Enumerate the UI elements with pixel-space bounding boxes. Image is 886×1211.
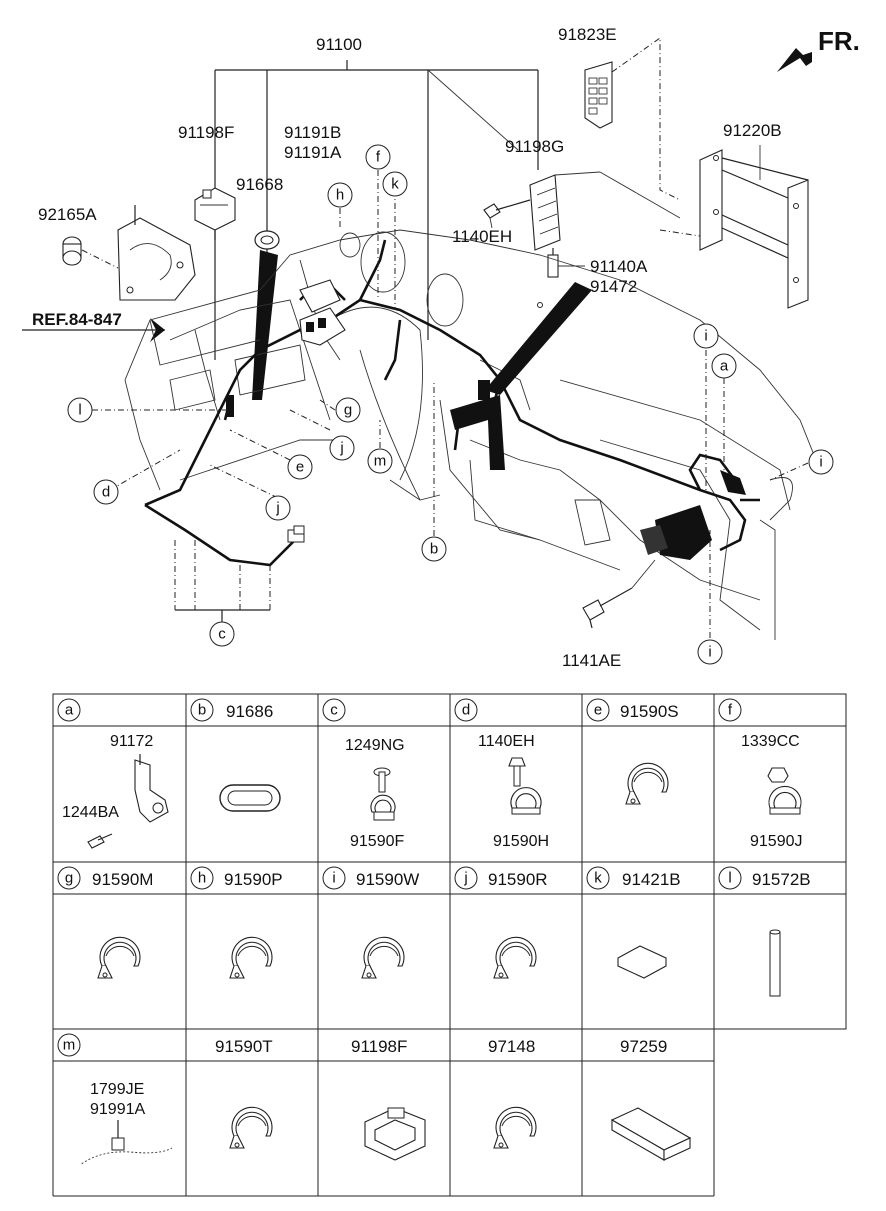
callout-i-top: i [704,328,707,345]
connector-91198G [529,171,681,251]
cell-g-part: 91590M [92,870,153,889]
cell-k-letter: k [594,870,602,887]
front-label: FR. [818,26,860,56]
label-91668: 91668 [236,175,283,194]
label-reference: REF.84-847 [32,310,122,329]
label-91100: 91100 [316,35,362,54]
fuse-91140A [537,248,585,308]
callout-e: e [296,459,304,476]
cell-f-letter: f [728,702,733,719]
cell-b-letter: b [198,702,206,719]
cell-c-sub2: 91590F [350,833,404,850]
callout-j-right: j [339,440,343,457]
cell-f-sub2: 91590J [750,833,803,850]
grommet-91668 [252,230,280,400]
relay-box-91823E [584,37,681,201]
parts-table [52,693,847,1197]
label-1140EH-top: 1140EH [452,227,512,246]
bracket-91220B [659,145,809,309]
callout-k: k [391,176,399,193]
harness-components [226,279,746,560]
cell-97259-part: 97259 [620,1037,667,1056]
cell-b-part: 91686 [226,702,273,721]
callout-i-bottom: i [708,644,711,661]
diagram-labels: 91100 91823E 91220B 91198F 91191B 91191A… [32,25,782,670]
dashboard-outline [124,229,821,640]
callout-c: c [218,626,226,643]
callout-m: m [374,453,387,470]
cell-l-part: 91572B [752,870,811,889]
label-1141AE: 1141AE [562,651,621,670]
bolt-1141AE [582,559,656,629]
bolt-1140EH [483,199,531,229]
cell-f-sub1: 1339CC [741,733,800,750]
table-row-1-headers: a b 91686 c d e 91590S f [57,698,742,722]
cell-a-sub2: 1244BA [62,804,119,821]
cell-h-letter: h [198,870,206,887]
front-direction-indicator: FR. [777,26,860,72]
cell-a-sub1: 91172 [110,733,153,750]
cell-l-letter: l [728,870,731,887]
label-91140A: 91140A [590,257,648,276]
cell-i-letter: i [332,870,335,887]
table-row-3-headers: m 91590T 91198F 97148 97259 [57,1033,667,1057]
label-91198G: 91198G [505,137,564,156]
callout-h: h [336,187,344,204]
table-row-3-contents: 1799JE 91991A [79,1081,692,1166]
cell-d-letter: d [462,702,470,719]
cell-m-sub1: 1799JE [90,1081,144,1098]
callout-i-right: i [819,454,822,471]
cell-h-part: 91590P [224,870,283,889]
callout-d: d [102,484,110,501]
cell-c-letter: c [330,702,338,719]
connector-91198F [194,187,236,240]
table-row-2-contents [97,929,781,997]
callout-l: l [78,402,81,419]
callout-g: g [344,402,352,419]
label-91220B: 91220B [723,121,782,140]
cell-j-part: 91590R [488,870,548,889]
cell-k-part: 91421B [622,870,681,889]
callout-circles: h f k l g j m e d j c b i a i i [67,144,834,665]
callout-b: b [430,541,438,558]
cell-d-sub2: 91590H [493,833,549,850]
label-91191B: 91191B [284,123,341,142]
cell-a-letter: a [65,702,74,719]
cell-i-part: 91590W [356,870,419,889]
callout-leaders [92,170,809,638]
cell-91198F-part: 91198F [351,1037,407,1056]
label-91472: 91472 [590,277,637,296]
cell-j-letter: j [463,870,467,887]
cell-e-part: 91590S [620,702,679,721]
cell-m-letter: m [63,1037,76,1054]
label-92165A: 92165A [38,205,97,224]
label-91191A: 91191A [284,143,342,162]
cell-91590T-part: 91590T [215,1037,273,1056]
callout-j-left: j [275,500,279,517]
callout-a: a [720,358,729,375]
cell-g-letter: g [65,870,73,887]
cell-d-sub1: 1140EH [478,733,535,750]
pointer-91472 [485,282,592,395]
label-91823E: 91823E [558,25,617,44]
cell-m-sub2: 91991A [90,1101,145,1118]
table-row-1-contents: 91172 1244BA 1249NG 91590F 1140EH 91590H… [62,733,803,850]
mount-92165A [22,205,196,342]
table-row-2-headers: g 91590M h 91590P i 91590W j 91590R k 91… [57,866,811,890]
cell-c-sub1: 1249NG [345,737,405,754]
cell-97148-part: 97148 [488,1037,535,1056]
callout-f: f [376,149,381,166]
label-91198F-top: 91198F [178,123,234,142]
cell-e-letter: e [594,702,602,719]
